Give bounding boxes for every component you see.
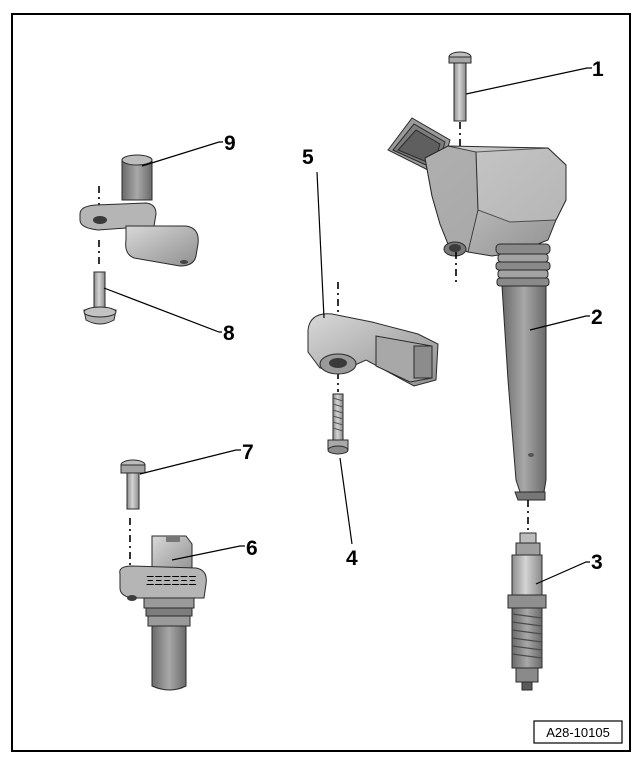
callout-1: 1 (592, 58, 604, 81)
part-4-bolt (327, 372, 349, 455)
part-5-knock-sensor (307, 282, 439, 387)
part-9-sensor (79, 154, 199, 267)
leader-7 (139, 449, 241, 475)
part-7-bolt (120, 459, 146, 510)
reference-code-box: A28-10105 (533, 720, 623, 744)
leader-2 (529, 315, 590, 331)
part-8-bolt (83, 240, 117, 325)
callout-7: 7 (242, 441, 254, 464)
leader-4 (339, 457, 353, 545)
reference-code: A28-10105 (546, 725, 610, 740)
leader-8 (103, 287, 222, 333)
callout-8: 8 (223, 322, 235, 345)
leader-3 (535, 561, 590, 585)
callout-9: 9 (224, 132, 236, 155)
part-2-ignition-coil (387, 117, 567, 532)
part-1-bolt (448, 51, 472, 148)
callout-2: 2 (591, 306, 603, 329)
callout-3: 3 (591, 551, 603, 574)
leader-lines (103, 67, 592, 585)
leader-5 (316, 171, 325, 319)
leader-9 (141, 141, 223, 167)
leader-1 (465, 67, 592, 95)
part-6-sensor: ΞΞΞΞΞΞ (119, 518, 207, 691)
callout-4: 4 (346, 547, 358, 570)
diagram-frame (11, 13, 631, 752)
callout-5: 5 (302, 146, 314, 169)
callout-6: 6 (246, 537, 258, 560)
callout-numbers: 1 2 3 4 5 6 7 8 9 (223, 58, 604, 574)
part-3-spark-plug (507, 532, 547, 691)
svg-text:ΞΞΞΞΞΞ: ΞΞΞΞΞΞ (146, 573, 197, 588)
leader-6 (171, 545, 245, 561)
